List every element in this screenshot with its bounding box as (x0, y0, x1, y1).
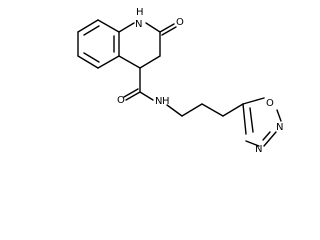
bond (181, 103, 203, 117)
bond (139, 55, 161, 69)
atom-label-o: O (117, 95, 125, 106)
amide-group (123, 67, 154, 101)
double-bond-inner (83, 25, 100, 36)
bond (201, 103, 224, 117)
atom-label-n: N (135, 19, 142, 30)
atom-label-o: O (176, 17, 184, 28)
propyl-linker (166, 103, 244, 117)
double-bond (242, 103, 247, 135)
lactam-ring (118, 22, 161, 69)
bond (263, 131, 277, 147)
double-bond (123, 88, 139, 98)
bond (166, 104, 183, 117)
bond (118, 55, 141, 69)
benzene-ring (77, 19, 120, 69)
bond (222, 103, 244, 117)
atom-label-h: H (136, 7, 144, 18)
bond (242, 97, 265, 105)
bond (118, 22, 135, 33)
lactam-carbonyl (159, 23, 177, 36)
bond (77, 19, 99, 33)
atom-label-n: N (255, 144, 262, 155)
bond (97, 19, 120, 33)
bond (145, 22, 161, 33)
double-bond (159, 23, 175, 33)
double-bond-inner (83, 52, 100, 63)
bond (139, 91, 154, 101)
oxadiazole-ring (242, 97, 282, 147)
double-bond-inner (249, 107, 254, 133)
double-bond (245, 140, 260, 147)
bond (276, 109, 282, 122)
atom-label-h: H (162, 96, 170, 107)
molecule-structure-diagram: N H O O N H O N N (77, 7, 283, 155)
atom-label-o: O (266, 98, 274, 109)
atom-label-n: N (276, 122, 283, 133)
double-bond (161, 26, 177, 36)
double-bond-inner (262, 131, 271, 141)
bond (77, 55, 99, 69)
double-bond (125, 91, 141, 101)
bond (97, 55, 120, 69)
atom-label-n: N (155, 96, 162, 107)
